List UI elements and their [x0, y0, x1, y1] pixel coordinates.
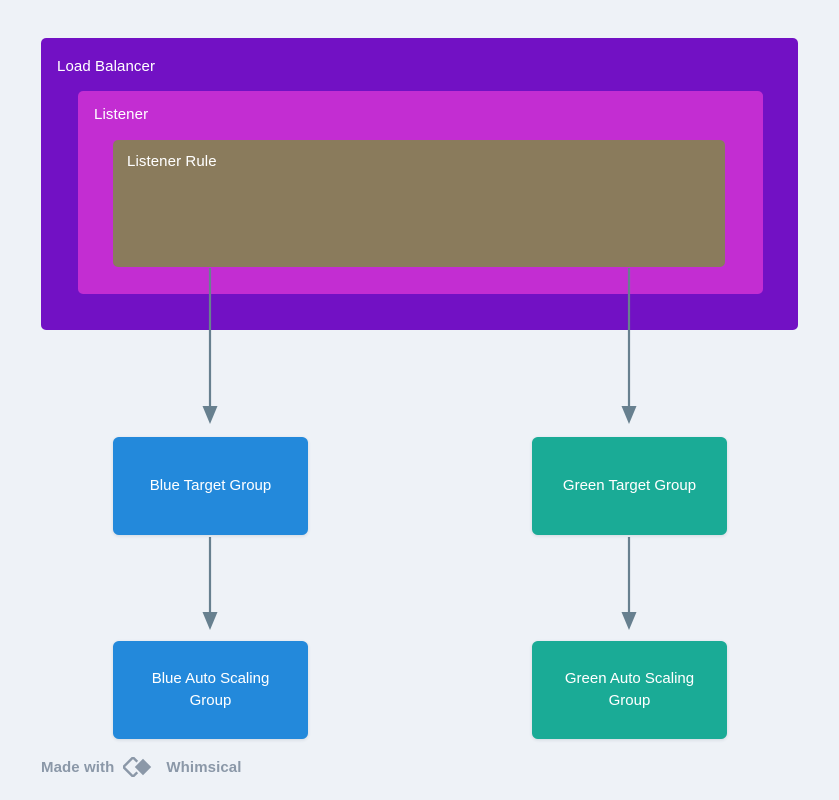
connector-blue-target-group-to-blue-asg — [202, 537, 218, 630]
node-blue-target-group[interactable]: Blue Target Group — [113, 437, 308, 535]
group-listener-rule[interactable] — [113, 140, 725, 267]
group-label-load-balancer: Load Balancer — [57, 58, 156, 75]
whimsical-diamond-logo-icon — [123, 757, 155, 777]
whimsical-watermark[interactable]: Made with Whimsical — [41, 757, 242, 777]
group-label-listener-rule: Listener Rule — [127, 153, 217, 170]
connector-green-target-group-to-green-asg — [621, 537, 637, 630]
watermark-brand-label: Whimsical — [166, 758, 242, 776]
node-blue-auto-scaling-group[interactable]: Blue Auto Scaling Group — [113, 641, 308, 739]
group-label-listener: Listener — [94, 106, 149, 123]
node-green-auto-scaling-group[interactable]: Green Auto Scaling Group — [532, 641, 727, 739]
watermark-prefix-label: Made with — [41, 758, 115, 776]
node-green-target-group[interactable]: Green Target Group — [532, 437, 727, 535]
